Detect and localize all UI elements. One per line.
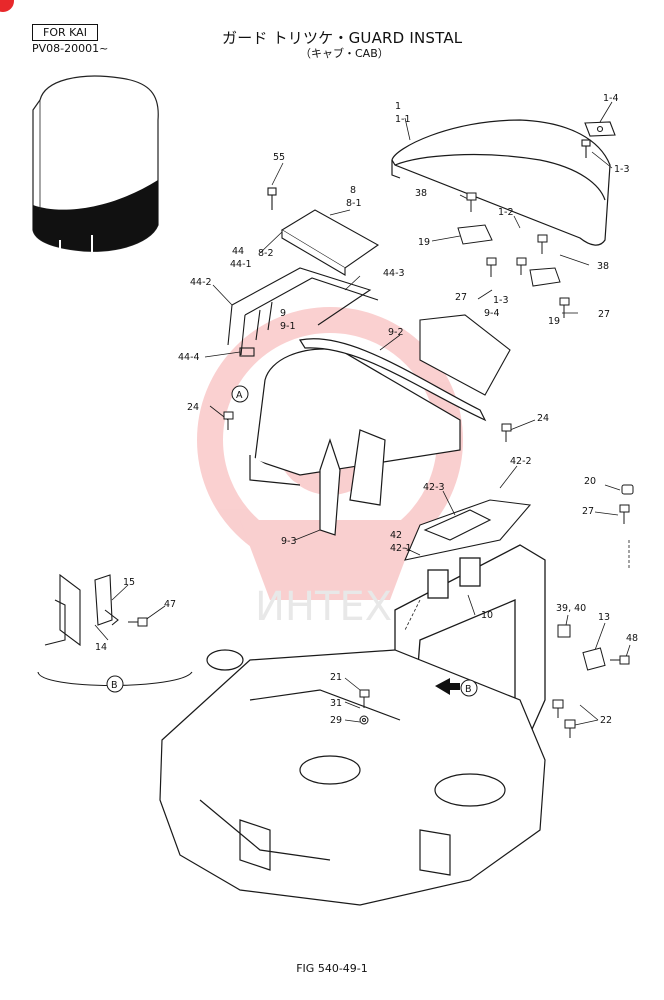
callout-44: 44 — [232, 246, 244, 257]
callout-31: 31 — [330, 698, 342, 709]
plate-9-4-part — [419, 314, 511, 396]
callout-38b: 38 — [597, 261, 609, 272]
view-b-label: B — [106, 675, 124, 693]
callout-15: 15 — [123, 577, 135, 588]
callout-9-4: 9-4 — [484, 308, 500, 319]
cab-silhouette-icon — [32, 75, 159, 252]
callout-1-1: 1-1 — [395, 114, 411, 125]
callout-1-2: 1-2 — [498, 207, 514, 218]
callout-22: 22 — [600, 715, 612, 726]
callout-8-1: 8-1 — [346, 198, 362, 209]
callout-9-3: 9-3 — [281, 536, 297, 547]
callout-47: 47 — [164, 599, 176, 610]
view-b-pointer: B — [435, 678, 478, 697]
callout-1: 1 — [395, 101, 401, 112]
callout-20: 20 — [584, 476, 596, 487]
callout-24b: 24 — [537, 413, 549, 424]
callout-42: 42 — [390, 530, 402, 541]
model-box: FOR KAI — [32, 24, 98, 41]
callout-42-2: 42-2 — [510, 456, 532, 467]
callout-44-3: 44-3 — [383, 268, 405, 279]
serial-range: PV08-20001~ — [32, 42, 109, 55]
callout-8: 8 — [350, 185, 356, 196]
svg-text:B: B — [465, 684, 472, 695]
page-title: ガード トリツケ・GUARD INSTAL — [222, 29, 463, 47]
svg-text:ИНТЕХ: ИНТЕХ — [255, 584, 392, 630]
callout-1-4: 1-4 — [603, 93, 619, 104]
callout-8-2: 8-2 — [258, 248, 274, 259]
callout-27a: 27 — [455, 292, 467, 303]
callout-14: 14 — [95, 642, 107, 653]
svg-text:A: A — [236, 390, 243, 401]
callout-1-3b: 1-3 — [493, 295, 509, 306]
callout-44-2: 44-2 — [190, 277, 212, 288]
roof-guard-part — [391, 119, 611, 246]
fastener-bolts — [128, 192, 634, 738]
callout-27c: 27 — [582, 506, 594, 517]
leader-lines — [94, 101, 631, 726]
upper-frame-base-part — [159, 649, 546, 906]
svg-text:B: B — [111, 680, 118, 691]
callout-29: 29 — [330, 715, 342, 726]
guard-9-part — [249, 338, 487, 536]
callout-24a: 24 — [187, 402, 199, 413]
callout-1-3: 1-3 — [614, 164, 630, 175]
figure-number: FIG 540-49-1 — [296, 962, 368, 975]
guard-42-part — [404, 499, 532, 561]
callout-19b: 19 — [548, 316, 560, 327]
callout-44-4: 44-4 — [178, 352, 200, 363]
part-callouts: 1 1-1 1-4 1-3 55 8 8-1 38 1-2 19 8-2 44 … — [95, 93, 638, 726]
callout-9-1: 9-1 — [280, 321, 296, 332]
callout-10: 10 — [481, 610, 493, 621]
callout-13: 13 — [598, 612, 610, 623]
page-subtitle: （キャブ・CAB） — [300, 47, 389, 60]
callout-44-1: 44-1 — [230, 259, 252, 270]
callout-55: 55 — [273, 152, 285, 163]
callout-42-1: 42-1 — [390, 543, 412, 554]
corner-badge-icon — [0, 0, 14, 12]
callout-19a: 19 — [418, 237, 430, 248]
detail-b-inset — [37, 573, 193, 687]
callout-38a: 38 — [415, 188, 427, 199]
view-a-label: A — [231, 385, 249, 403]
callout-9: 9 — [280, 308, 286, 319]
guard-8-part — [267, 187, 380, 276]
callout-42-3: 42-3 — [423, 482, 445, 493]
guard-rail-44-part — [227, 267, 379, 357]
callout-27b: 27 — [598, 309, 610, 320]
callout-21: 21 — [330, 672, 342, 683]
callout-39-40: 39, 40 — [556, 603, 586, 614]
callout-48: 48 — [626, 633, 638, 644]
callout-9-2: 9-2 — [388, 327, 404, 338]
bracket-1-4-part — [581, 121, 616, 158]
